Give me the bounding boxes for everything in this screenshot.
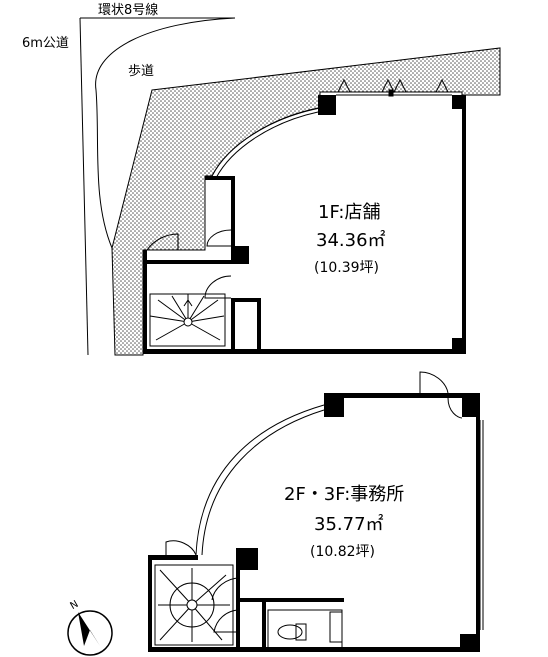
floor23-name: 2F・3F:事務所 [284, 484, 404, 505]
north-compass-icon: N [67, 599, 113, 656]
floor23-doors [165, 371, 463, 633]
floor1-walls [143, 95, 466, 354]
floor1-tsubo: (10.39坪) [314, 260, 379, 276]
compass-north-label: N [69, 599, 81, 612]
floor23-area: 35.77㎡ [314, 513, 384, 535]
sidewalk-label: 歩道 [128, 64, 154, 79]
floor23-tsubo: (10.82坪) [310, 544, 375, 560]
floor23-walls [148, 393, 480, 652]
road-lines [79, 17, 236, 356]
floor1-curved-facade [211, 107, 319, 177]
floor23-plan [148, 371, 484, 652]
floor23-curved-facade [195, 404, 325, 556]
floor1-name: 1F:店舗 [318, 202, 380, 223]
floor1-front-windows [336, 78, 452, 97]
road-label-ring8: 環状8号線 [98, 2, 158, 18]
floor1-spiral-stair [149, 293, 226, 347]
floor23-spiral-stair [154, 564, 234, 646]
toilet-fixture [267, 609, 343, 649]
floor1-area: 34.36㎡ [316, 229, 386, 251]
floor1-doors [146, 229, 232, 299]
floor1-plan [143, 78, 466, 354]
road-label-6m: 6m公道 [22, 36, 69, 51]
